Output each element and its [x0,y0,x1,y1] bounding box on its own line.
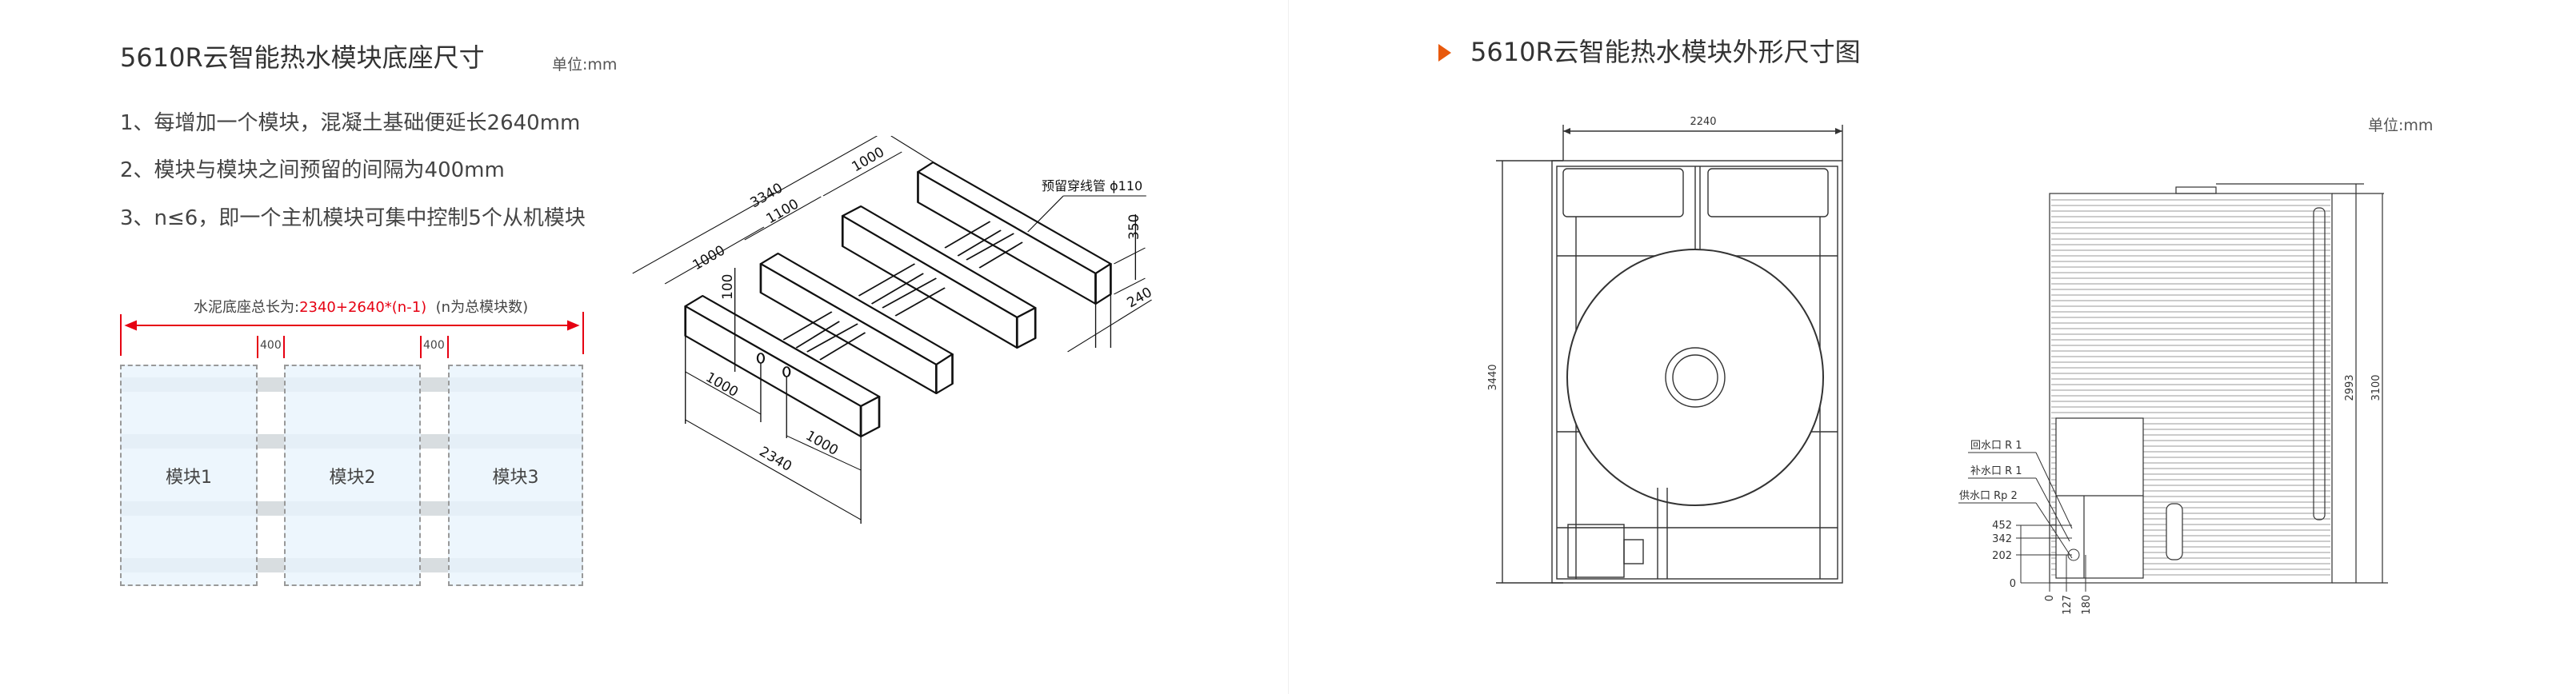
note-1: 1、每增加一个模块，混凝土基础便延长2640mm [120,111,581,135]
side-view-drawing: 回水口 R 1 补水口 R 1 供水口 Rp 2 452 342 202 0 0… [1958,183,2388,615]
module-2: 模块2 [284,365,421,586]
pipe-note: 预留穿线管 ϕ110 [1042,178,1142,193]
dim-1000-front2: 1000 [803,428,841,459]
hdim-127: 127 [2062,595,2074,615]
vdim-342: 342 [1992,533,2012,545]
gap-label-1: 400 [260,339,282,352]
module-label: 模块3 [492,467,539,488]
vdim-202: 202 [1992,550,2012,562]
dim-1000-front: 1000 [703,369,741,401]
dim-350: 350 [1126,214,1142,240]
height-2993: 2993 [2344,374,2356,401]
right-unit: 单位:mm [2368,117,2434,134]
left-title: 5610R云智能热水模块底座尺寸 [120,42,485,73]
left-unit: 单位:mm [552,56,618,74]
length-label: 水泥底座总长为: [194,299,300,316]
module-1: 模块1 [120,365,258,586]
module-label: 模块1 [166,467,212,488]
port-return: 回水口 R 1 [1970,440,2022,452]
module-3: 模块3 [448,365,583,586]
hdim-0: 0 [2044,595,2056,601]
module-label: 模块2 [329,467,376,488]
section-marker-icon [1438,44,1451,62]
height-3100: 3100 [2370,374,2382,401]
front-height-dim: 3440 [1487,364,1499,390]
isometric-base-drawing: 3340 1000 1100 1000 100 1000 1000 2340 3… [632,136,1155,524]
length-formula: 2340+2640*(n-1) [299,299,427,316]
note-3: 3、n≤6，即一个主机模块可集中控制5个从机模块 [120,206,586,230]
right-title: 5610R云智能热水模块外形尺寸图 [1470,37,1861,67]
vdim-452: 452 [1992,520,2012,532]
dimension-lines [120,312,584,358]
formula-note: (n为总模块数) [435,299,529,316]
total-length-label: 水泥底座总长为:2340+2640*(n-1) (n为总模块数) [194,296,528,317]
dim-2340: 2340 [757,444,794,475]
front-width-dim: 2240 [1690,116,1716,128]
dim-1000-left: 1000 [690,242,728,273]
port-supply: 供水口 Rp 2 [1959,490,2018,502]
gap-label-2: 400 [423,339,445,352]
front-view-drawing: 2240 3440 [1487,116,1843,584]
hdim-180: 180 [2081,595,2093,615]
panel-divider [1288,0,1289,694]
dim-100: 100 [720,274,736,300]
note-2: 2、模块与模块之间预留的间隔为400mm [120,158,505,182]
port-makeup: 补水口 R 1 [1970,465,2022,477]
vdim-0: 0 [2010,578,2016,590]
